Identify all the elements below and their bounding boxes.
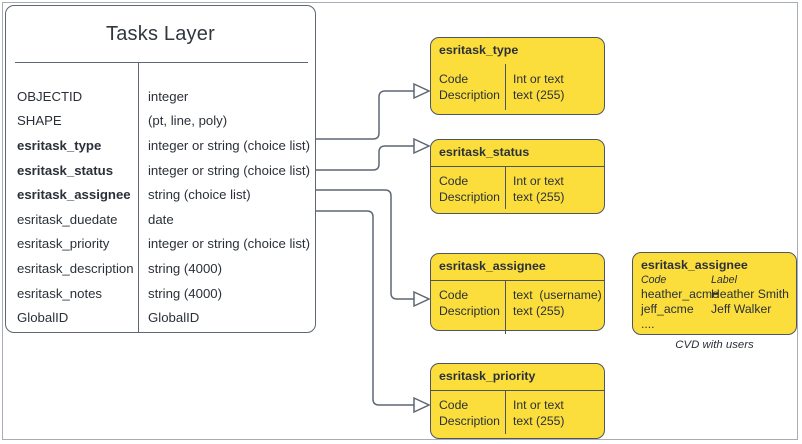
field-name: esritask_notes — [17, 285, 103, 301]
field-type: integer or string (choice list) — [148, 236, 310, 252]
cvd-code: jeff_acme — [641, 302, 694, 316]
domain-title: esritask_status — [439, 145, 530, 159]
table-row[interactable]: OBJECTID integer — [6, 84, 315, 109]
domain-title: esritask_type — [439, 43, 519, 57]
entity-field-list: OBJECTID integer SHAPE (pt, line, poly) … — [6, 84, 315, 330]
domain-box-esritask-status[interactable]: esritask_status Code Description Int or … — [430, 139, 605, 214]
field-type: (pt, line, poly) — [148, 113, 228, 129]
domain-title: esritask_priority — [439, 369, 536, 383]
cvd-header-label: Label — [711, 274, 737, 286]
table-row[interactable]: GlobalID GlobalID — [6, 305, 315, 330]
field-name: GlobalID — [17, 310, 69, 326]
cvd-code: .... — [641, 317, 655, 331]
cvd-title: esritask_assignee — [641, 258, 748, 272]
cvd-caption: CVD with users — [675, 339, 754, 351]
domain-header-rule — [431, 64, 604, 65]
table-row[interactable]: esritask_duedate date — [6, 207, 315, 232]
cvd-sample-box[interactable]: esritask_assignee Code Label heather_acm… — [632, 252, 797, 335]
field-name: SHAPE — [17, 113, 62, 129]
field-type: integer or string (choice list) — [148, 137, 310, 153]
table-row[interactable]: esritask_priority integer or string (cho… — [6, 232, 315, 257]
domain-column-rule — [505, 280, 506, 334]
table-row[interactable]: esritask_assignee string (choice list) — [6, 182, 315, 207]
field-type: string (choice list) — [148, 187, 251, 203]
entity-header-rule — [15, 62, 308, 63]
cvd-code: heather_acme — [641, 287, 719, 301]
domain-box-esritask-assignee[interactable]: esritask_assignee Code Description text … — [430, 253, 605, 334]
domain-header-rule — [431, 390, 604, 391]
domain-left-column: Code Description — [439, 288, 500, 319]
field-type: GlobalID — [148, 310, 200, 326]
domain-title: esritask_assignee — [439, 259, 546, 273]
domain-box-esritask-type[interactable]: esritask_type Code Description Int or te… — [430, 37, 605, 115]
field-name: esritask_description — [17, 260, 134, 276]
domain-right-column: text (username) text (255) — [513, 288, 602, 319]
entity-title: Tasks Layer — [106, 22, 215, 45]
domain-right-column: Int or text text (255) — [513, 174, 565, 205]
domain-header-rule — [431, 166, 604, 167]
domain-box-esritask-priority[interactable]: esritask_priority Code Description Int o… — [430, 363, 605, 439]
domain-left-column: Code Description — [439, 72, 500, 103]
cvd-header-code: Code — [641, 274, 667, 286]
domain-column-rule — [505, 390, 506, 434]
domain-column-rule — [505, 166, 506, 209]
table-row[interactable]: SHAPE (pt, line, poly) — [6, 109, 315, 134]
entity-tasks-layer[interactable]: Tasks Layer OBJECTID integer SHAPE (pt, … — [5, 5, 316, 333]
field-name: esritask_duedate — [17, 211, 118, 227]
field-type: integer or string (choice list) — [148, 162, 310, 178]
table-row[interactable]: esritask_description string (4000) — [6, 256, 315, 281]
table-row[interactable]: esritask_status integer or string (choic… — [6, 158, 315, 183]
table-row[interactable]: esritask_notes string (4000) — [6, 281, 315, 306]
field-name: esritask_assignee — [17, 187, 131, 203]
field-type: date — [148, 211, 174, 227]
field-type: string (4000) — [148, 260, 223, 276]
field-name: OBJECTID — [17, 88, 83, 104]
domain-header-rule — [431, 280, 604, 281]
field-type: integer — [148, 88, 189, 104]
cvd-label: Heather Smith — [711, 287, 789, 301]
domain-right-column: Int or text text (255) — [513, 398, 565, 429]
domain-left-column: Code Description — [439, 398, 500, 429]
field-name: esritask_type — [17, 137, 102, 153]
table-row[interactable]: esritask_type integer or string (choice … — [6, 133, 315, 158]
field-name: esritask_priority — [17, 236, 110, 252]
field-name: esritask_status — [17, 162, 114, 178]
field-type: string (4000) — [148, 285, 223, 301]
domain-column-rule — [505, 64, 506, 110]
domain-right-column: Int or text text (255) — [513, 72, 565, 103]
domain-left-column: Code Description — [439, 174, 500, 205]
cvd-label: Jeff Walker — [711, 302, 772, 316]
entity-column-rule — [138, 63, 139, 333]
